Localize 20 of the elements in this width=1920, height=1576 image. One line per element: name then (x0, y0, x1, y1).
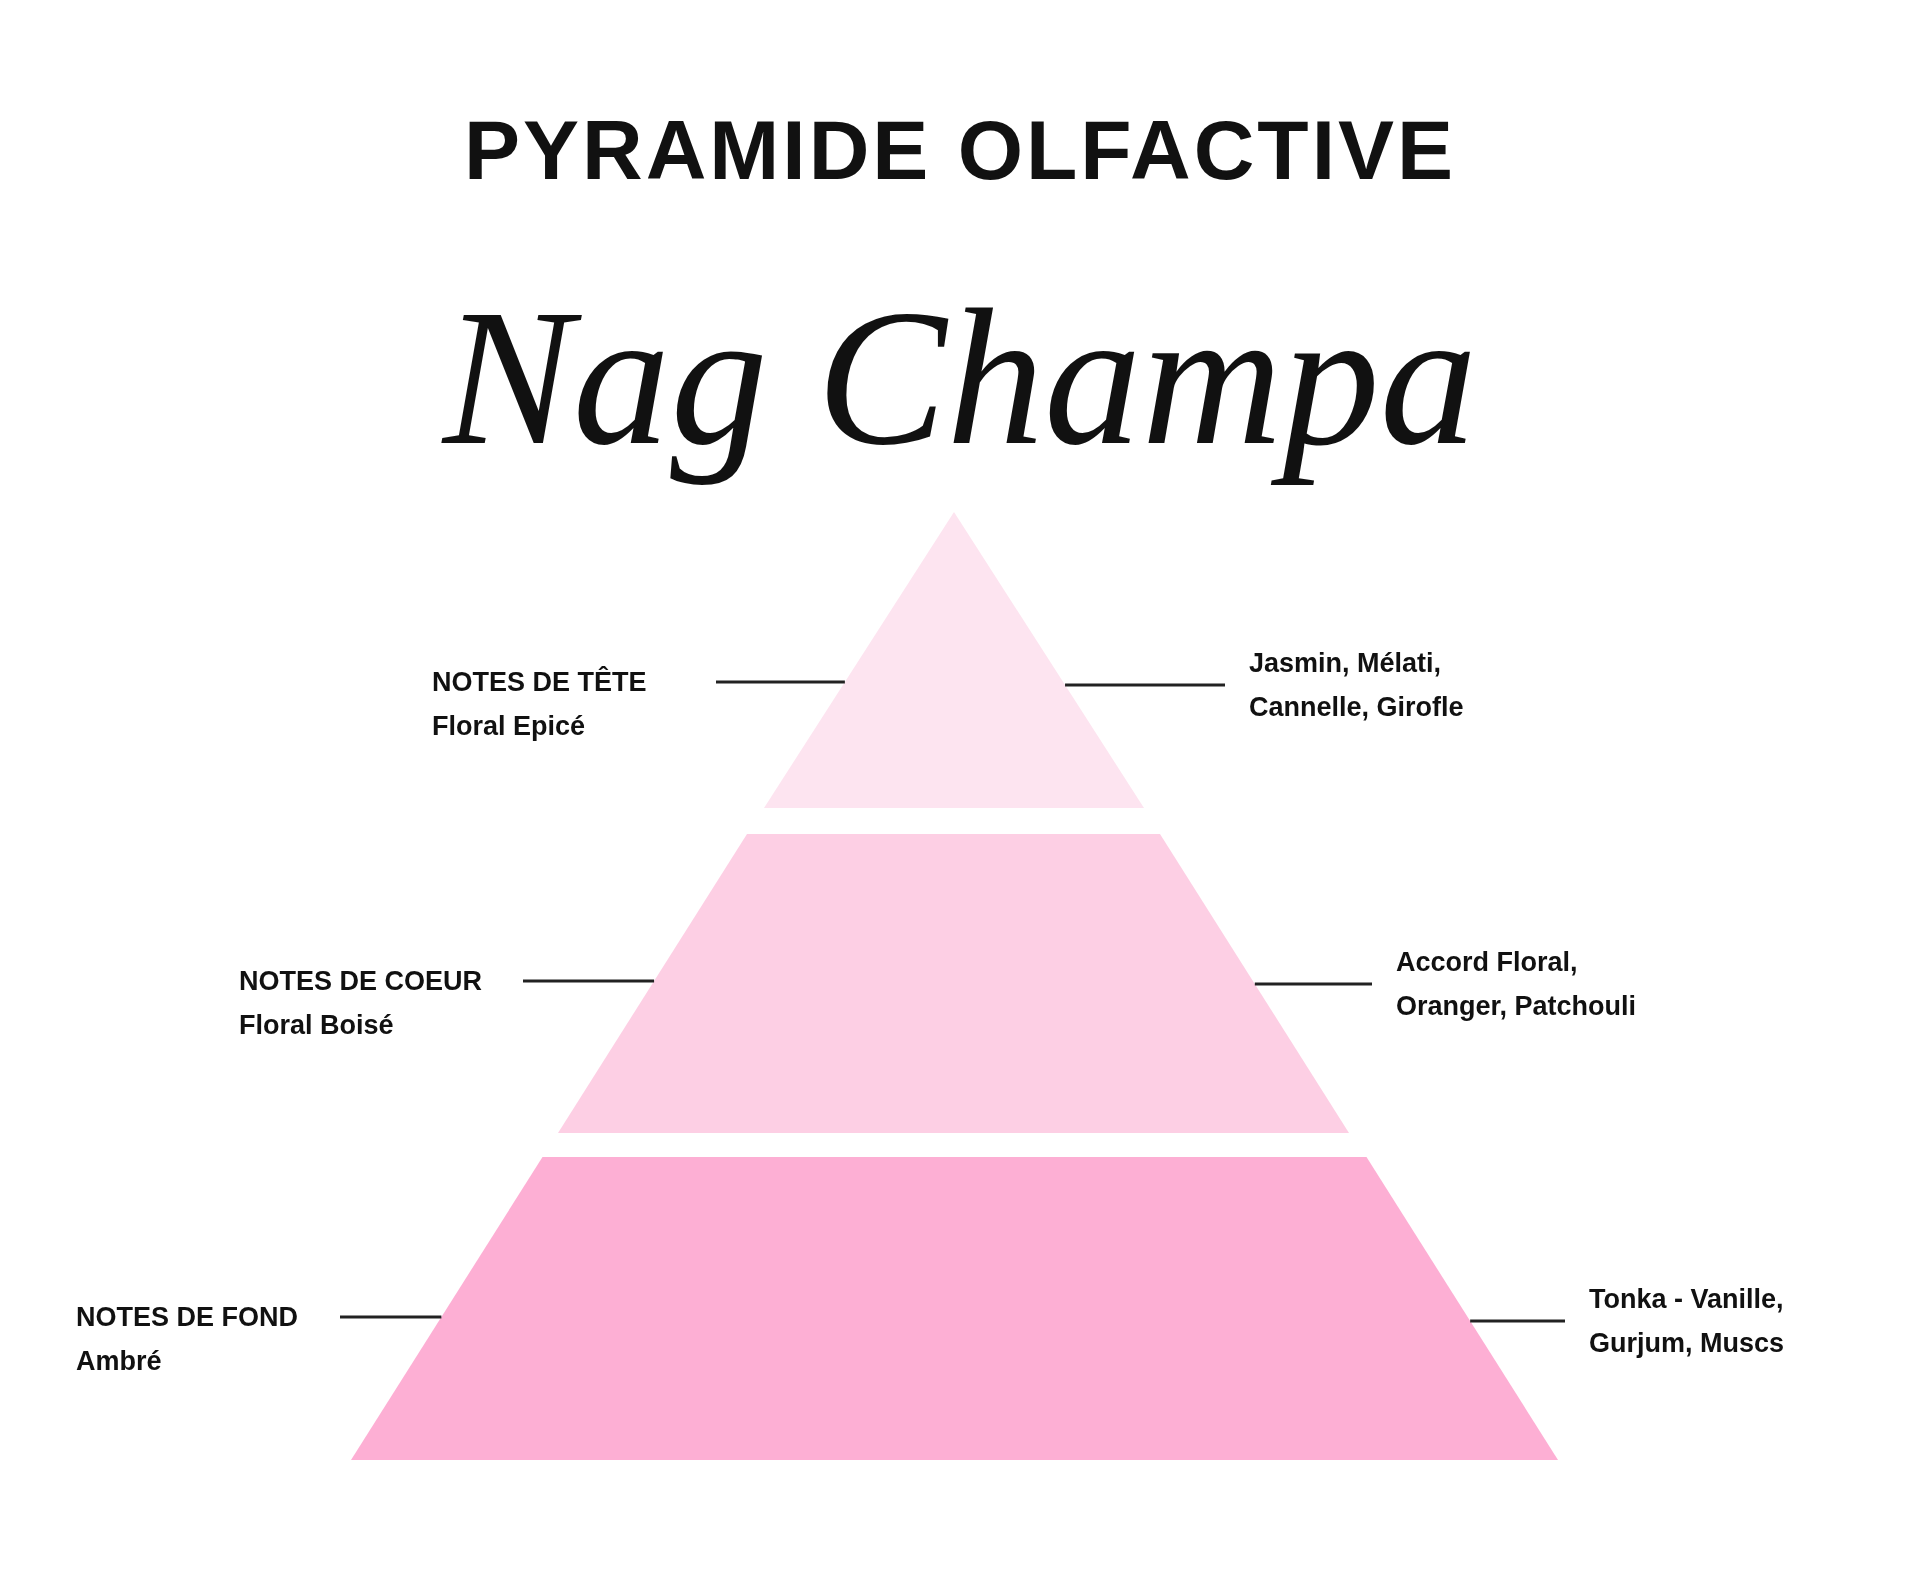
note-heading: Jasmin, Mélati, Cannelle, Girofle (1249, 647, 1465, 724)
note-text: Ambré (76, 1345, 163, 1378)
leader-line (1254, 982, 1372, 986)
note-heading: NOTES DE TÊTE (432, 665, 648, 699)
note-heading: Accord Floral, Oranger, Patchouli (1396, 946, 1638, 1023)
leader-line (340, 1315, 442, 1319)
subtitle: Nag Champa (440, 270, 1479, 485)
note-heading: NOTES DE FOND (76, 1301, 299, 1334)
note-heading: NOTES DE COEUR (239, 965, 484, 998)
leader-line (1065, 683, 1225, 687)
note-text: Floral Boisé (239, 1009, 395, 1042)
pyramid-tier (558, 834, 1349, 1133)
pyramid-tier (764, 512, 1144, 808)
leader-line (523, 979, 655, 983)
title: PYRAMIDE OLFACTIVE (462, 108, 1458, 192)
note-text: Floral Epicé (432, 710, 587, 743)
note-heading: Tonka - Vanille, Gurjum, Muscs (1589, 1283, 1786, 1360)
leader-line (1470, 1319, 1565, 1323)
pyramid-tier (351, 1157, 1558, 1460)
leader-line (716, 680, 845, 684)
